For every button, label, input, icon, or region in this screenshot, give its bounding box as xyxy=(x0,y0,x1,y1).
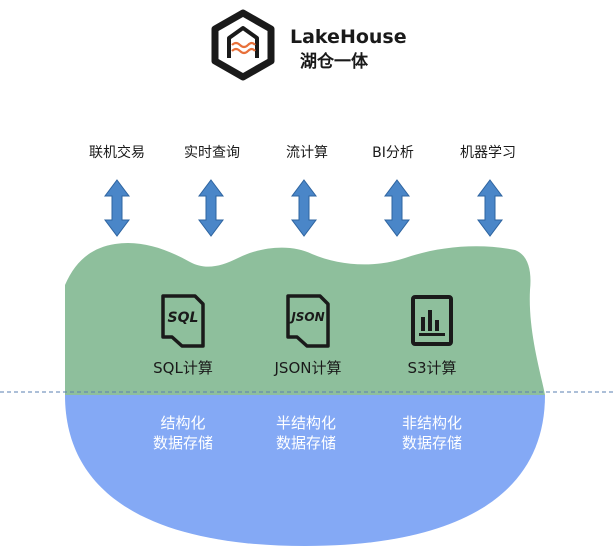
bar-chart-file-icon xyxy=(411,295,453,346)
usecase-label-realtime-query: 实时查询 xyxy=(184,145,240,161)
storage-label-unstructured-line1: 非结构化 xyxy=(402,414,462,432)
svg-text:SQL: SQL xyxy=(168,310,199,326)
double-arrow-icon xyxy=(384,179,410,237)
compute-label-json: JSON计算 xyxy=(274,359,342,377)
double-arrow-icon xyxy=(198,179,224,237)
lakehouse-logo-icon xyxy=(211,9,275,81)
storage-label-structured-line1: 结构化 xyxy=(160,414,205,432)
double-arrow-icon xyxy=(477,179,503,237)
usecase-label-bi-analysis: BI分析 xyxy=(372,145,414,161)
sql-file-icon: SQL xyxy=(161,294,205,348)
storage-label-structured-line2: 数据存储 xyxy=(153,434,213,452)
storage-label-semistructured-line1: 半结构化 xyxy=(276,414,336,432)
json-file-icon: JSON xyxy=(286,294,330,348)
compute-layer-green-region xyxy=(65,242,545,395)
brand-title: LakeHouse xyxy=(290,26,407,48)
double-arrow-icon xyxy=(104,179,130,237)
storage-label-unstructured-line2: 数据存储 xyxy=(402,434,462,452)
double-arrow-icon xyxy=(291,179,317,237)
brand-subtitle: 湖仓一体 xyxy=(300,51,369,72)
usecase-label-oltp: 联机交易 xyxy=(89,144,145,161)
storage-label-semistructured-line2: 数据存储 xyxy=(276,434,336,452)
compute-label-s3: S3计算 xyxy=(407,359,456,377)
usecase-label-stream-compute: 流计算 xyxy=(286,145,328,161)
usecase-label-machine-learning: 机器学习 xyxy=(460,145,516,161)
svg-text:JSON: JSON xyxy=(289,310,324,324)
compute-label-sql: SQL计算 xyxy=(153,359,213,377)
